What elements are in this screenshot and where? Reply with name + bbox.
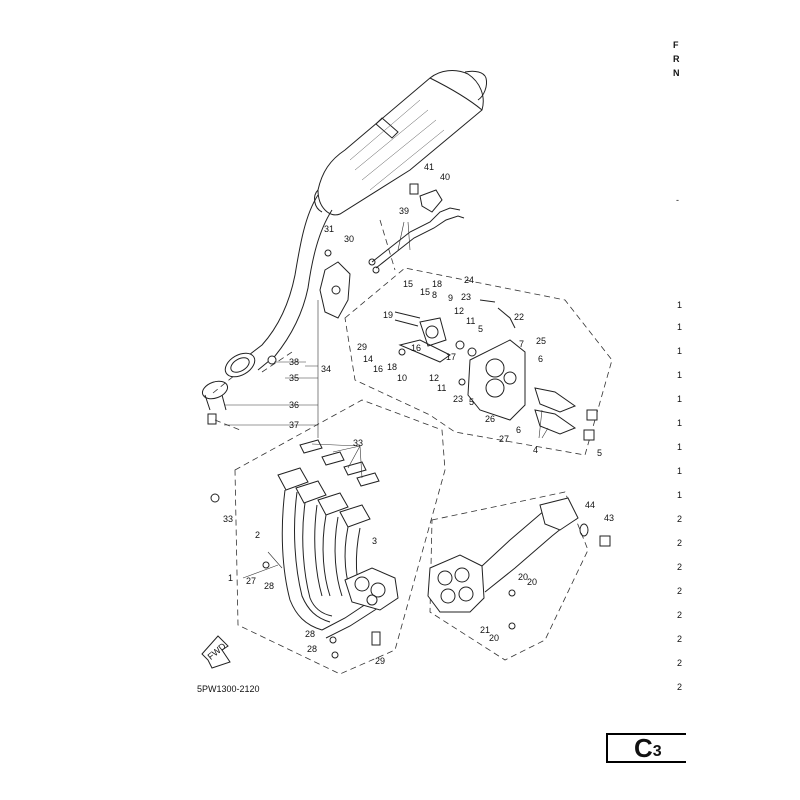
bracket-cable-group xyxy=(319,183,465,319)
callout-11b: 11 xyxy=(437,383,446,393)
right-column-dash: - xyxy=(676,195,679,205)
callout-6a: 6 xyxy=(538,354,543,364)
callout-9: 9 xyxy=(448,293,453,303)
page-id-number: 3 xyxy=(652,743,662,760)
callout-13: 14 xyxy=(363,354,373,364)
callout-37: 36 xyxy=(289,400,299,410)
callout-28b: 28 xyxy=(305,629,315,639)
callout-8: 8 xyxy=(432,290,437,300)
callout-29: 29 xyxy=(375,656,385,666)
header-fragment-r: R xyxy=(673,54,680,64)
exhaust-header-pipes xyxy=(210,399,446,675)
callout-4: 4 xyxy=(533,445,538,455)
callout-14: 15 xyxy=(403,279,413,289)
callout-6b: 6 xyxy=(516,425,521,435)
callout-3: 3 xyxy=(372,536,377,546)
part-code: 5PW1300-2120 xyxy=(197,684,260,694)
callout-2: 2 xyxy=(255,530,260,540)
callout-43: 43 xyxy=(604,513,614,523)
right-column-row: 2 xyxy=(677,658,683,668)
right-column-row: 2 xyxy=(677,634,683,644)
right-column-row: 1 xyxy=(677,490,683,500)
callout-41: 40 xyxy=(440,172,450,182)
callout-44: 44 xyxy=(585,500,595,510)
callout-23a: 23 xyxy=(461,292,471,302)
callout-15b: 16 xyxy=(373,364,383,374)
callout-17: 17 xyxy=(446,352,456,362)
page-id-letter: C xyxy=(634,733,653,763)
callout-18a: 18 xyxy=(432,279,442,289)
callout-19: 19 xyxy=(383,310,393,320)
callout-1: 1 xyxy=(228,573,233,583)
callout-21b: 21 xyxy=(480,625,490,635)
right-column-row: 1 xyxy=(677,322,683,332)
leader-lines xyxy=(224,221,549,579)
right-column-row: 2 xyxy=(677,586,683,596)
callout-20b: 20 xyxy=(489,633,499,643)
callout-40: 39 xyxy=(399,206,409,216)
callout-18b: 18 xyxy=(387,362,397,372)
header-fragment-f: F xyxy=(673,40,679,50)
callout-38: 37 xyxy=(289,420,299,430)
callout-33: 33 xyxy=(353,438,363,448)
callout-31: 30 xyxy=(344,234,354,244)
callout-24: 24 xyxy=(464,275,474,285)
right-column-row: 1 xyxy=(677,370,683,380)
callout-27a: 27 xyxy=(246,576,256,586)
callout-5b: 5 xyxy=(469,397,474,407)
callout-10: 10 xyxy=(397,373,407,383)
callout-5a: 5 xyxy=(478,324,483,334)
callout-34: 33 xyxy=(223,514,233,524)
exhaust-valve-assembly xyxy=(344,267,613,456)
callout-5c: 5 xyxy=(597,448,602,458)
callout-16: 16 xyxy=(411,343,421,353)
right-column-row: 2 xyxy=(677,514,683,524)
callout-12a: 12 xyxy=(454,306,464,316)
callout-23b: 23 xyxy=(453,394,463,404)
callout-15a: 15 xyxy=(420,287,430,297)
right-column-row: 1 xyxy=(677,466,683,476)
right-column-row: 1 xyxy=(677,442,683,452)
page-id-box: C 3 xyxy=(606,733,686,763)
callout-20a: 20 xyxy=(527,577,537,587)
callout-21a: 20 xyxy=(518,572,528,582)
callout-32: 31 xyxy=(324,224,334,234)
callout-7: 7 xyxy=(519,339,524,349)
callout-28a: 28 xyxy=(264,581,274,591)
callout-labels: 41 40 39 31 30 24 15 18 15 8 9 23 22 19 … xyxy=(223,162,614,666)
right-column-row: 2 xyxy=(677,538,683,548)
callout-22: 22 xyxy=(514,312,524,322)
callout-25b: 26 xyxy=(485,414,495,424)
muffler-assembly xyxy=(201,70,487,425)
right-column-row: 2 xyxy=(677,562,683,572)
callout-39: 38 xyxy=(289,357,299,367)
callout-11a: 11 xyxy=(466,316,475,326)
fwd-arrow xyxy=(201,635,231,669)
right-column-row: 1 xyxy=(677,300,683,310)
right-column-row: 2 xyxy=(677,682,683,692)
right-column-row: 1 xyxy=(677,394,683,404)
callout-36: 35 xyxy=(289,373,299,383)
callout-42: 41 xyxy=(424,162,434,172)
callout-26: 27 xyxy=(499,434,509,444)
right-column-row: 2 xyxy=(677,610,683,620)
callout-12b: 12 xyxy=(429,373,439,383)
callout-27b: 28 xyxy=(307,644,317,654)
header-fragment: F R N xyxy=(673,38,680,80)
header-fragment-n: N xyxy=(673,68,680,78)
joint-pipe-assembly xyxy=(427,491,611,661)
callout-30: 29 xyxy=(357,342,367,352)
callout-35: 34 xyxy=(321,364,331,374)
right-column-row: 1 xyxy=(677,346,683,356)
callout-25a: 25 xyxy=(536,336,546,346)
right-column-row: 1 xyxy=(677,418,683,428)
